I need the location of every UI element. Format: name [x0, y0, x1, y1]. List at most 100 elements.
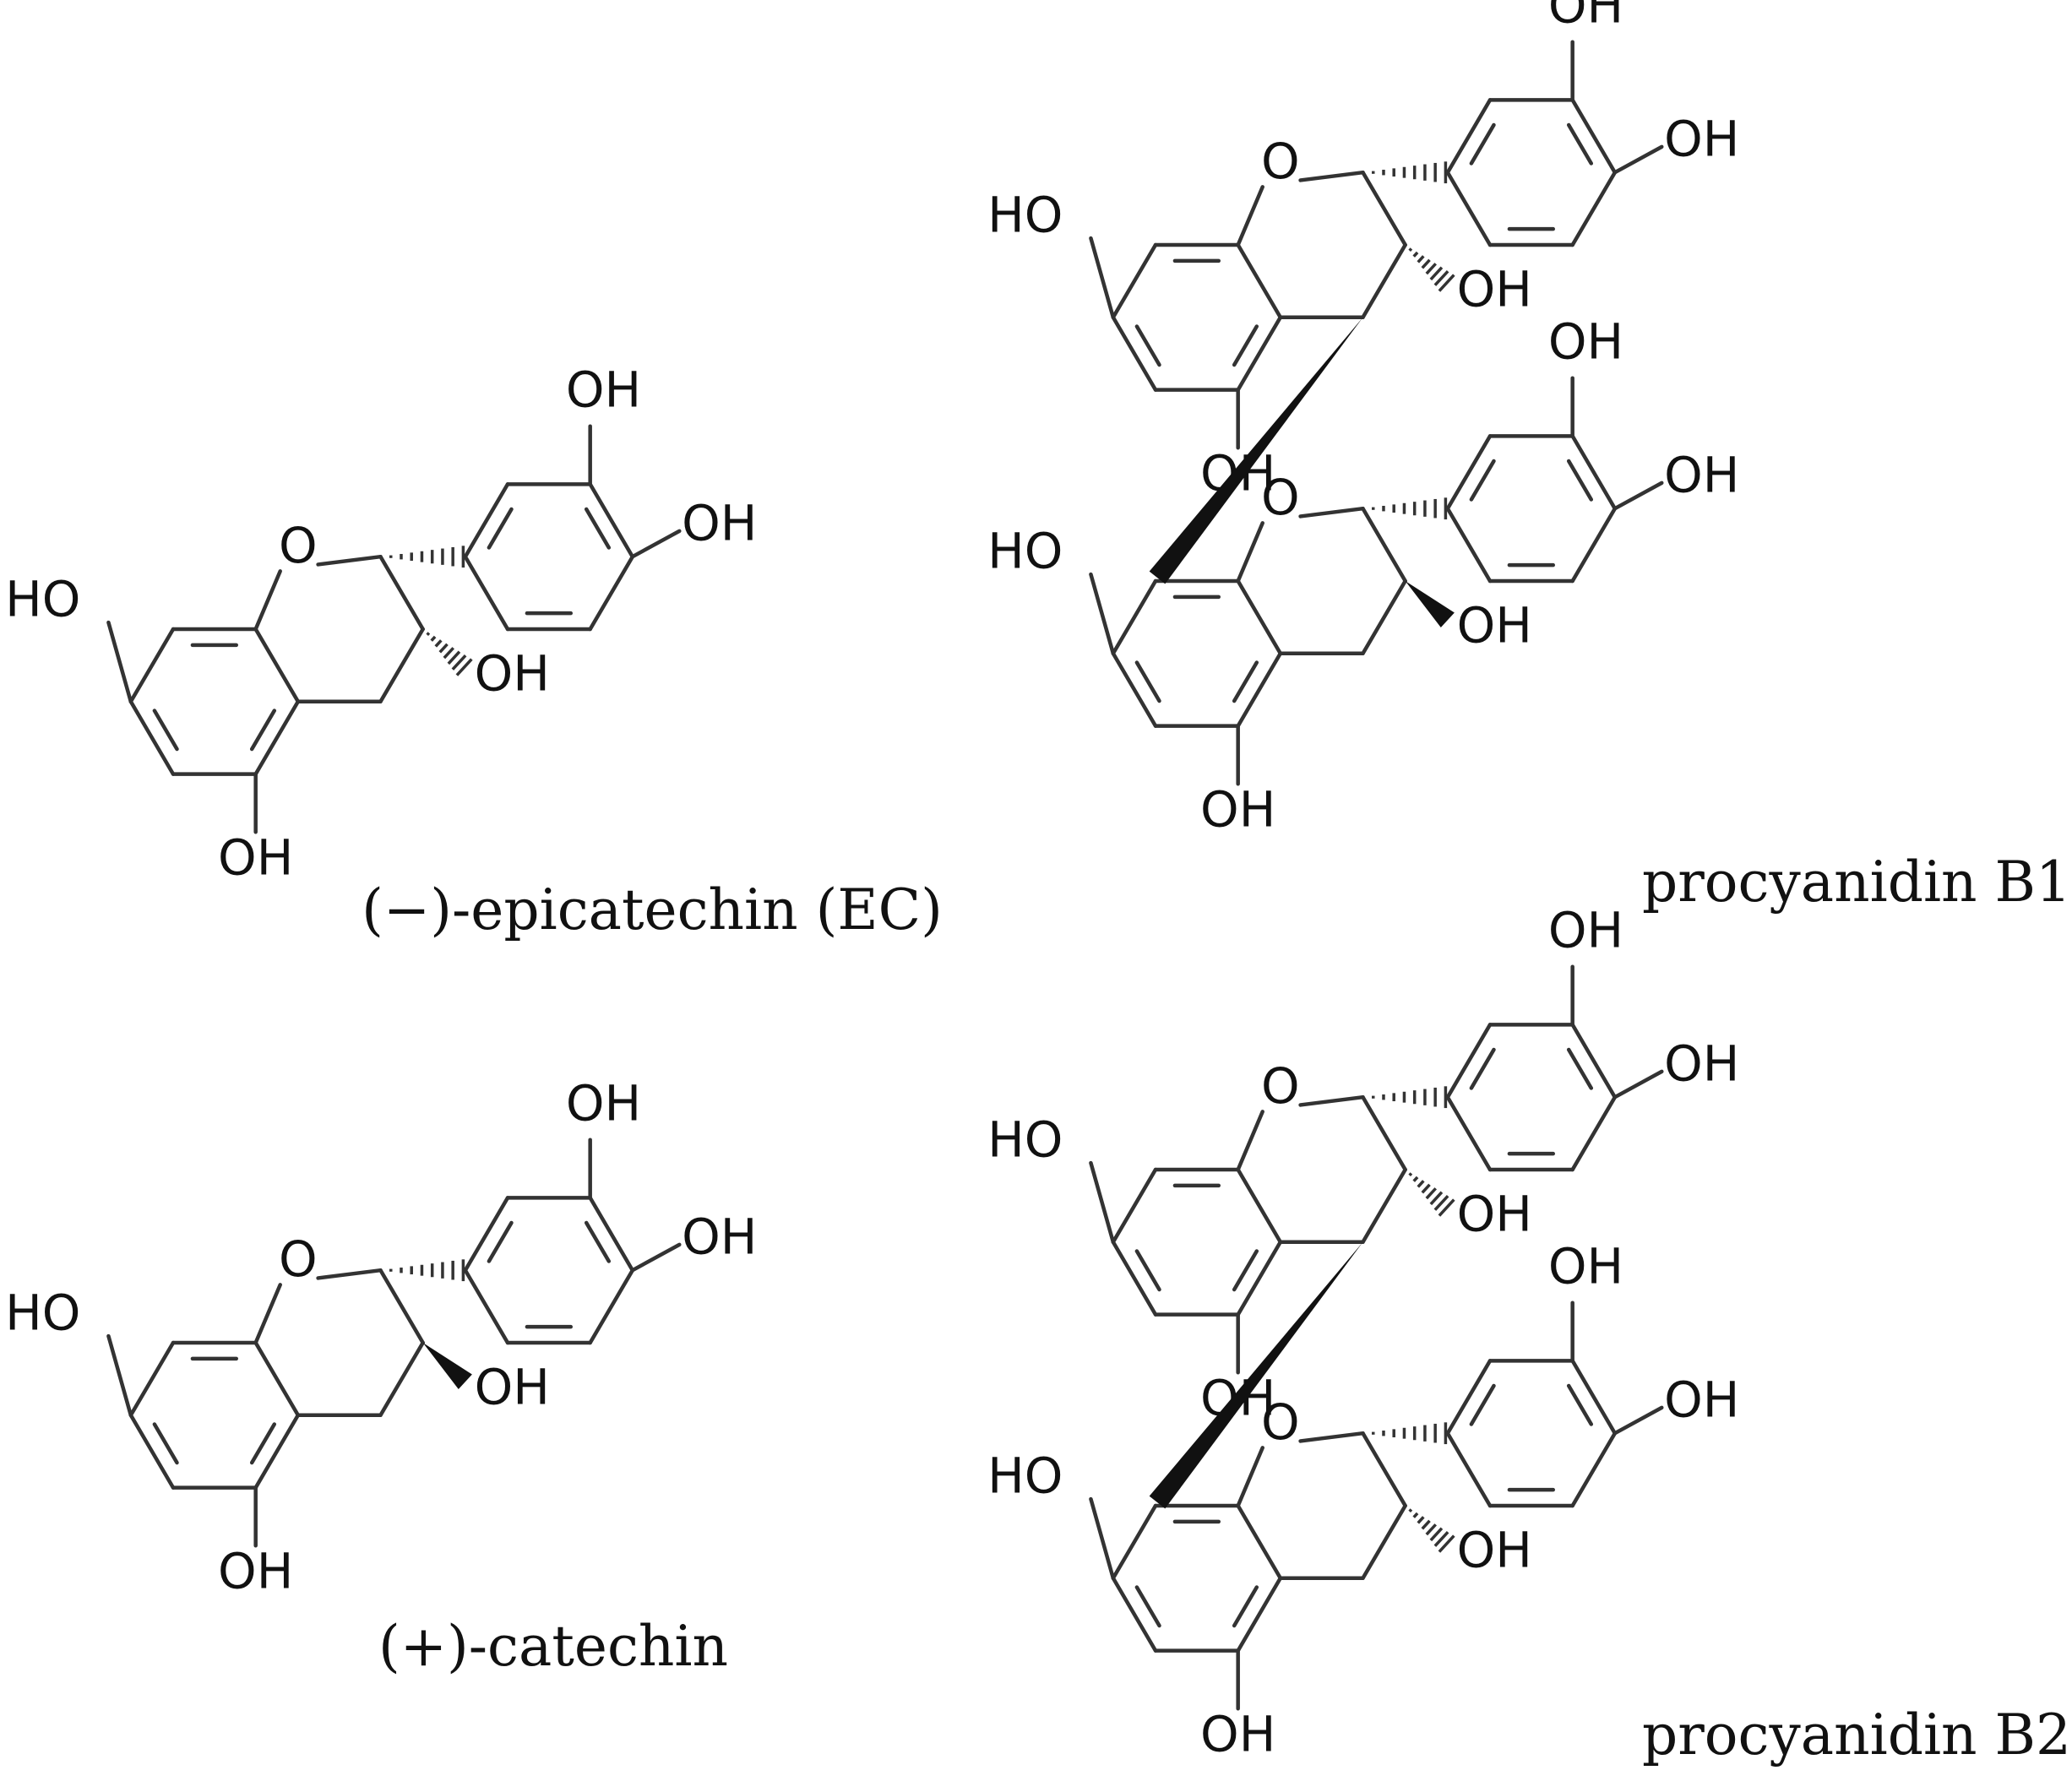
double-bond — [1566, 1383, 1594, 1426]
ring-oxygen-label: O — [1261, 469, 1300, 526]
hash-bond-stroke — [1425, 263, 1438, 275]
hydroxyl-label: OH — [1457, 1521, 1532, 1578]
bond — [1089, 1496, 1116, 1581]
hydroxyl-label: OH — [1664, 447, 1739, 504]
bond — [1236, 1240, 1283, 1317]
bond — [1236, 651, 1283, 728]
bond — [316, 554, 383, 567]
hydroxyl-label: OH — [475, 644, 550, 702]
double-bond — [1232, 1249, 1259, 1292]
bond — [253, 627, 301, 704]
bond — [1111, 578, 1158, 656]
bond — [1612, 1405, 1664, 1436]
hydroxyl-label: OH — [1664, 1371, 1739, 1429]
hash-bond-stroke — [1412, 1176, 1419, 1182]
compound-name: procyanidin B1 — [1642, 850, 2071, 915]
compound-name: (−)-epicatechin (EC) — [362, 877, 943, 942]
hash-bond-stroke — [1438, 1534, 1455, 1553]
bond — [1236, 521, 1264, 584]
bond — [588, 554, 635, 632]
bond — [1298, 1431, 1365, 1443]
bond — [1111, 1240, 1158, 1317]
bond — [128, 1413, 176, 1490]
bond — [1361, 170, 1407, 247]
double-bond — [1232, 660, 1259, 703]
hash-bond-stroke — [1429, 1191, 1444, 1206]
bond — [1298, 170, 1365, 182]
hydroxyl-label: OH — [1548, 901, 1623, 958]
hash-bond-stroke — [430, 635, 437, 642]
bond — [1361, 578, 1407, 656]
double-bond — [584, 507, 612, 550]
bond — [253, 1413, 301, 1490]
bond — [630, 1242, 682, 1273]
bond — [1445, 1094, 1493, 1172]
bond — [1445, 506, 1493, 584]
bond — [1111, 651, 1158, 728]
ring-oxygen-label: O — [279, 1230, 318, 1288]
hydroxyl-label: OH — [218, 829, 293, 887]
hash-bond-stroke — [1421, 258, 1431, 269]
hydroxyl-label: OH — [566, 1074, 641, 1132]
bond — [378, 627, 425, 704]
bond — [1570, 1023, 1618, 1100]
double-bond — [152, 1422, 179, 1465]
bond — [106, 620, 133, 704]
bond — [253, 1283, 282, 1345]
ring-oxygen-label: O — [1261, 133, 1300, 190]
hydroxyl-label: OH — [1548, 312, 1623, 370]
bond — [378, 1268, 425, 1345]
bond — [1361, 506, 1407, 584]
hash-bond-stroke — [1429, 266, 1444, 281]
double-bond — [1469, 1383, 1496, 1426]
double-bond — [1134, 660, 1161, 703]
bond — [1361, 1167, 1407, 1245]
hash-bond-stroke — [1417, 1180, 1425, 1188]
hydroxyl-label: OH — [1200, 1706, 1275, 1763]
hash-bond-stroke — [1408, 1508, 1413, 1513]
hydroxyl-label: OH — [682, 495, 757, 552]
double-bond — [1566, 122, 1594, 166]
hash-bond-stroke — [426, 632, 431, 637]
bond — [1111, 1576, 1158, 1653]
bond — [1445, 1359, 1493, 1436]
compound-name: procyanidin B2 — [1642, 1702, 2071, 1768]
double-bond — [1469, 122, 1496, 166]
hash-bond-stroke — [1425, 1187, 1438, 1200]
bond — [316, 1268, 383, 1280]
bond — [378, 554, 425, 632]
hydroxyl-label: OH — [1548, 0, 1623, 34]
bond — [1445, 434, 1493, 511]
bond — [630, 529, 682, 559]
double-bond — [249, 709, 277, 752]
hydroxyl-label: OH — [1548, 1237, 1623, 1295]
hydroxyl-label: OH — [475, 1358, 550, 1415]
hash-bond-stroke — [438, 643, 449, 654]
compound-name: (+)-catechin — [378, 1614, 728, 1679]
double-bond — [487, 1220, 514, 1263]
double-bond — [584, 1220, 612, 1263]
bond — [253, 699, 301, 776]
hydroxyl-label: HO — [987, 1111, 1063, 1169]
bond — [1111, 242, 1158, 320]
bond — [1089, 572, 1116, 656]
hash-bond-stroke — [451, 654, 467, 671]
bond — [1236, 1576, 1283, 1653]
hash-bond-stroke — [434, 639, 443, 648]
bond — [1570, 434, 1618, 511]
hash-bond-stroke — [1421, 1183, 1431, 1194]
hash-bond-stroke — [1417, 255, 1425, 263]
double-bond — [152, 709, 179, 752]
hash-bond-stroke — [1417, 1516, 1425, 1524]
bond — [1236, 185, 1264, 247]
hash-bond-stroke — [1408, 1172, 1413, 1177]
hydroxyl-label: HO — [5, 1284, 80, 1342]
hydroxyl-label: OH — [682, 1208, 757, 1266]
bond — [463, 1268, 510, 1345]
wedge-bond — [1149, 1241, 1363, 1509]
bond — [1361, 1503, 1407, 1581]
bond — [1111, 1503, 1158, 1581]
double-bond — [249, 1422, 277, 1465]
